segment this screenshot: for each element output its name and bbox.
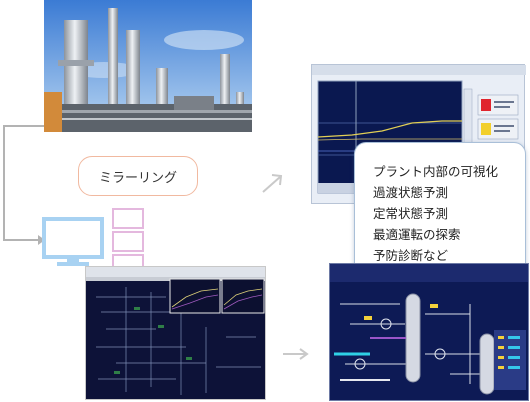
monitor-icon	[41, 216, 105, 266]
plant-screen-right	[329, 263, 529, 401]
diagonal-arrow	[262, 176, 281, 193]
benefit-item: 予防診断など	[373, 248, 449, 263]
mirroring-label: ミラーリング	[78, 156, 198, 196]
plant-screen-left	[85, 266, 266, 400]
refinery-photo	[44, 0, 252, 132]
benefit-item: 定常状態予測	[373, 206, 449, 221]
benefit-item: 最適運転の探索	[373, 227, 461, 242]
benefit-item: 過渡状態予測	[373, 185, 449, 200]
benefits-box: プラント内部の可視化 過渡状態予測 定常状態予測 最適運転の探索 予防診断など	[354, 142, 526, 282]
window-stack-icon	[111, 206, 147, 274]
benefit-item: プラント内部の可視化	[373, 164, 499, 179]
